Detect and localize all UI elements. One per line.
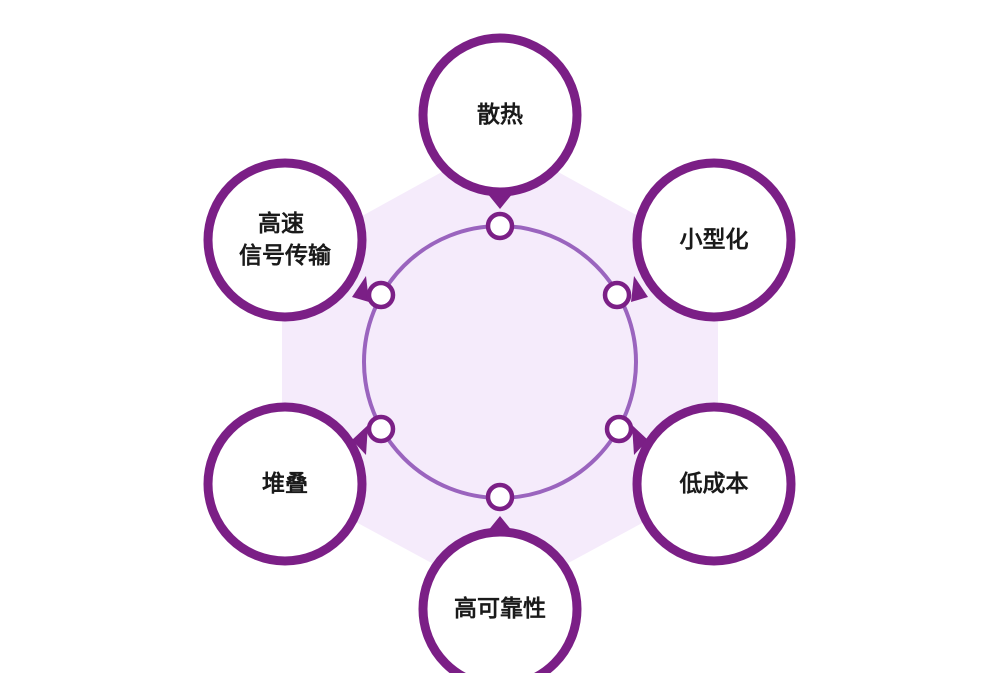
connector-dot (366, 414, 396, 444)
node-circle (203, 158, 367, 322)
background-halo (282, 140, 718, 600)
node-circle (632, 158, 796, 322)
node-circle (632, 402, 796, 566)
connector-dot (602, 280, 632, 310)
node-stacking: 堆叠 (203, 402, 368, 566)
svg-text:散热: 散热 (477, 102, 523, 128)
node-circle (418, 33, 582, 197)
connector-dot (366, 280, 396, 310)
node-pointer (352, 276, 369, 302)
node-low-cost: 低成本 (632, 402, 796, 566)
node-label: 低成本 (679, 471, 749, 497)
connector-dot (604, 414, 634, 444)
node-label: 堆叠 (262, 471, 308, 497)
svg-text:小型化: 小型化 (680, 226, 749, 253)
node-label-line-1: 高速 (258, 210, 304, 237)
node-pointer (631, 276, 648, 302)
node-circle (418, 527, 582, 673)
node-pointer (632, 425, 648, 455)
connector-dot (485, 482, 515, 512)
node-circle (203, 402, 367, 566)
svg-text:高可靠性: 高可靠性 (454, 595, 546, 622)
svg-text:堆叠: 堆叠 (262, 471, 308, 497)
node-miniaturization: 小型化 (631, 158, 796, 322)
svg-text:低成本: 低成本 (679, 471, 749, 497)
node-heat: 散热 (418, 33, 582, 209)
node-pointer (487, 193, 513, 209)
connector-dots (366, 211, 634, 512)
node-label: 高可靠性 (454, 595, 546, 622)
node-pointer (352, 425, 368, 455)
node-label-line-2: 信号传输 (239, 242, 332, 269)
node-reliability: 高可靠性 (418, 516, 582, 673)
node-label: 小型化 (680, 226, 749, 253)
connector-dot (485, 211, 515, 241)
node-label: 散热 (477, 102, 523, 128)
svg-text:高速 信号传输: 高速 信号传输 (239, 210, 332, 269)
node-signal: 高速 信号传输 (203, 158, 369, 322)
